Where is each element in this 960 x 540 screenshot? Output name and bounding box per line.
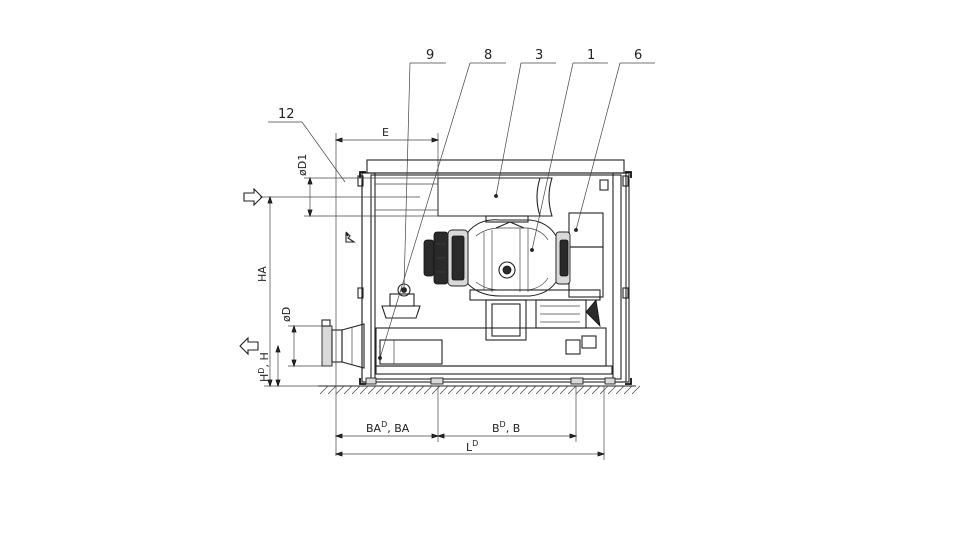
callout-9: 9 <box>426 48 434 63</box>
dim-L-sup: D <box>472 439 478 448</box>
dim-BA-after: , BA <box>387 422 410 435</box>
ground-hatch-line <box>391 385 401 395</box>
dim-BA-label: BAD, BA <box>366 420 410 435</box>
ground-hatch-line <box>495 385 505 395</box>
callout-8: 8 <box>484 48 492 63</box>
dim-H-after: , H <box>258 352 271 367</box>
dim-H-label: HD, H <box>257 352 271 382</box>
ground-hatch-line <box>551 385 561 395</box>
ground-hatch-line <box>359 385 369 395</box>
ground-hatch-line <box>567 385 577 395</box>
control-box <box>568 179 609 298</box>
ground-hatch-line <box>455 385 465 395</box>
ground-hatch-line <box>511 385 521 395</box>
flow-arrows <box>239 187 356 356</box>
dim-B-after: , B <box>506 422 521 435</box>
ground-hatch-line <box>575 385 585 395</box>
ground-hatch-line <box>487 385 497 395</box>
ground-hatch-line <box>367 385 377 395</box>
callout-3: 3 <box>535 48 543 63</box>
dim-BA-sup: D <box>381 420 387 429</box>
dim-B-label: BD, B <box>492 420 520 435</box>
svg-text:HD, H: HD, H <box>257 352 271 382</box>
callout-6: 6 <box>634 48 642 63</box>
dim-B-main: B <box>492 422 500 435</box>
ground-hatch-line <box>383 385 393 395</box>
dim-H-main: H <box>258 374 271 382</box>
ground-hatch-line <box>327 385 337 395</box>
ground-hatch-line <box>375 385 385 395</box>
ground-hatch-line <box>407 385 417 395</box>
ground-hatch-line <box>319 385 329 395</box>
ground-line <box>318 385 641 395</box>
blower-unit <box>423 215 571 297</box>
ground-hatch-line <box>591 385 601 395</box>
dim-H-sup: D <box>257 368 266 374</box>
ground-hatch-line <box>343 385 353 395</box>
dim-E-label: E <box>382 126 389 139</box>
ground-hatch-line <box>623 385 633 395</box>
ground-hatch-line <box>503 385 513 395</box>
ground-hatch-line <box>399 385 409 395</box>
ground-hatch-line <box>607 385 617 395</box>
ground-hatch-line <box>479 385 489 395</box>
dim-D-label: øD <box>280 307 293 322</box>
ground-hatch-line <box>583 385 593 395</box>
dim-L-label: LD <box>466 439 478 454</box>
ground-hatch-line <box>335 385 345 395</box>
ground-hatch-line <box>559 385 569 395</box>
ground-hatch-line <box>535 385 545 395</box>
ground-hatch-line <box>423 385 433 395</box>
ground-hatch-line <box>519 385 529 395</box>
ground-hatch-line <box>463 385 473 395</box>
dim-D1-label: øD1 <box>296 154 309 176</box>
callout-1: 1 <box>587 48 595 63</box>
discharge-silencer <box>321 319 607 369</box>
inlet-silencer <box>354 177 553 217</box>
dim-B-sup: D <box>500 420 506 429</box>
ground-hatch-line <box>543 385 553 395</box>
outlet-arrow-icon <box>239 336 259 356</box>
ground-hatch-line <box>615 385 625 395</box>
ground-hatch-line <box>527 385 537 395</box>
ground-hatch-line <box>631 385 641 395</box>
callout-leaders <box>268 62 655 360</box>
dimension-lines <box>260 133 606 460</box>
cooling-air-arrow-icon <box>345 231 356 243</box>
ground-hatch-line <box>447 385 457 395</box>
dim-L-main: L <box>466 441 473 454</box>
ground-hatch-line <box>471 385 481 395</box>
ground-hatch-line <box>431 385 441 395</box>
callout-12: 12 <box>278 107 295 122</box>
dim-HA-label: HA <box>256 266 269 282</box>
dim-BA-main: BA <box>366 422 382 435</box>
ground-hatch-line <box>351 385 361 395</box>
ground-hatch-line <box>439 385 449 395</box>
ground-hatch-line <box>415 385 425 395</box>
inlet-arrow-icon <box>243 187 263 207</box>
